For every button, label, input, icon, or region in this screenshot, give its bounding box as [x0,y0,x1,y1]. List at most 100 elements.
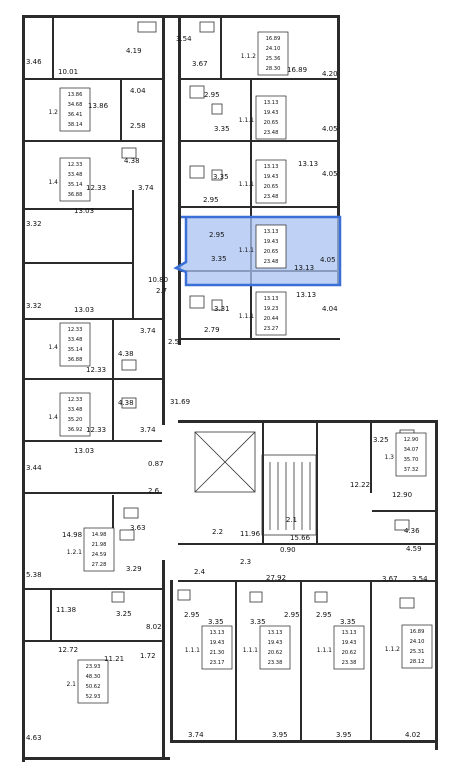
apartment-type: 1.4 [48,414,58,421]
room-area-label: 3.44 [26,464,42,472]
room-area-label: 3.74 [138,184,154,192]
room-area-label: 13.03 [74,306,94,314]
apartment-area: 36.41 [68,112,83,118]
apartment-area: 12.33 [68,162,83,168]
apartment-type: 1.1.1 [185,647,200,654]
apartment-box-frame [395,432,427,477]
apartment-area: 28.30 [266,66,281,72]
room-area-label: 13.13 [296,291,316,299]
apartment-type: 1.1.1 [239,181,254,188]
room-area-label: 4.59 [406,545,422,553]
room-area-label: 3.46 [26,58,42,66]
apartment-area: 13.13 [342,630,357,636]
selected-apartment-type: 1.1.1 [239,247,254,254]
room-area-label: 3.54 [176,35,192,43]
room-area-label: 4.19 [126,47,142,55]
apartment-area: 23.17 [210,660,225,666]
room-area-label: 27.92 [266,574,286,582]
apartment-area: 48.30 [86,674,101,680]
apartment-box-frame [59,87,91,132]
room-area-label: 4.04 [322,305,338,313]
selected-area-4: 23.48 [264,259,279,265]
apartment-area: 13.13 [264,296,279,302]
room-area-label: 2.7 [156,287,167,295]
apartment-type: 1.1.1 [239,313,254,320]
room-area-label: 11.38 [56,606,76,614]
room-area-label: 3.74 [140,426,156,434]
room-area-label: 2.2 [212,528,223,536]
room-area-label: 4.05 [322,170,338,178]
apartment-box-frame [201,625,233,670]
room-area-label: 3.63 [130,524,146,532]
room-area-label: 12.72 [58,646,78,654]
apartment-area: 21.98 [92,542,107,548]
selected-apartment[interactable]: 1.1.1 13.13 19.43 20.65 23.48 2.95 3.35 … [173,215,342,287]
room-area-label: 31.69 [170,398,190,406]
selected-area-2: 19.43 [264,239,279,245]
apartment-area: 13.86 [68,92,83,98]
apartment-box-frame [401,624,433,669]
apartment-area: 20.65 [264,184,279,190]
selected-area-1: 13.13 [264,229,279,235]
room-area-label: 3.95 [272,731,288,739]
room-area-label: 4.20 [322,70,338,78]
apartment-box-frame [259,625,291,670]
room-area-label: 2.5 [168,338,179,346]
apartment-area: 33.48 [68,172,83,178]
room-area-label: 13.13 [298,160,318,168]
room-area-label: 4.02 [405,731,421,739]
apartment-area: 21.30 [210,650,225,656]
room-area-label: 3.35 [340,618,356,626]
apartment-area: 50.62 [86,684,101,690]
apartment-area: 16.89 [410,629,425,635]
apartment-area: 35.14 [68,182,84,188]
apartment-area: 33.48 [68,407,83,413]
room-area-label: 12.90 [392,491,412,499]
room-area-label: 4.38 [124,157,140,165]
apartment-area: 34.07 [404,447,419,453]
room-area-label: 3.74 [188,731,204,739]
apartment-area: 23.27 [264,326,279,332]
room-area-label: 4.38 [118,399,134,407]
apartment-area: 23.38 [342,660,357,666]
room-area-label: 3.95 [336,731,352,739]
apartment-area: 27.28 [92,562,107,568]
apartment-area: 38.14 [68,122,84,128]
room-area-label: 3.74 [140,327,156,335]
room-area-label: 3.35 [208,618,224,626]
room-area-label: 11.21 [104,655,124,663]
room-area-label: 2.79 [204,326,220,334]
apartment-area: 20.65 [264,120,279,126]
outer-walls [22,15,438,762]
apartment-area: 37.32 [404,467,419,473]
apartment-area: 24.10 [266,46,281,52]
apartment-type: 1.1.2 [385,646,400,653]
apartment-area: 19.23 [264,306,279,312]
interior-walls-bottom-right [178,423,438,742]
apartment-area: 23.38 [268,660,283,666]
room-area-label: 10.80 [148,276,168,284]
apartment-area: 12.90 [404,437,419,443]
apartment-area: 13.13 [210,630,225,636]
selected-room-2: 3.35 [211,255,227,263]
apartment-type: 1.3 [384,454,394,461]
apartment-box-frame [59,157,91,202]
room-area-label: 3.31 [214,305,230,313]
room-area-label: 2.95 [284,611,300,619]
apartment-area-boxes: 1.1.216.8924.1025.3628.301.213.8634.6836… [48,31,433,704]
apartment-area: 28.12 [410,659,425,665]
room-area-label: 3.25 [116,610,132,618]
room-area-label: 2.95 [184,611,200,619]
room-area-label: 3.32 [26,220,42,228]
apartment-area: 35.20 [68,417,83,423]
room-area-label: 12.33 [86,184,106,192]
apartment-area: 36.88 [68,357,83,363]
apartment-area: 25.36 [266,56,281,62]
room-area-label: 12.22 [350,481,370,489]
